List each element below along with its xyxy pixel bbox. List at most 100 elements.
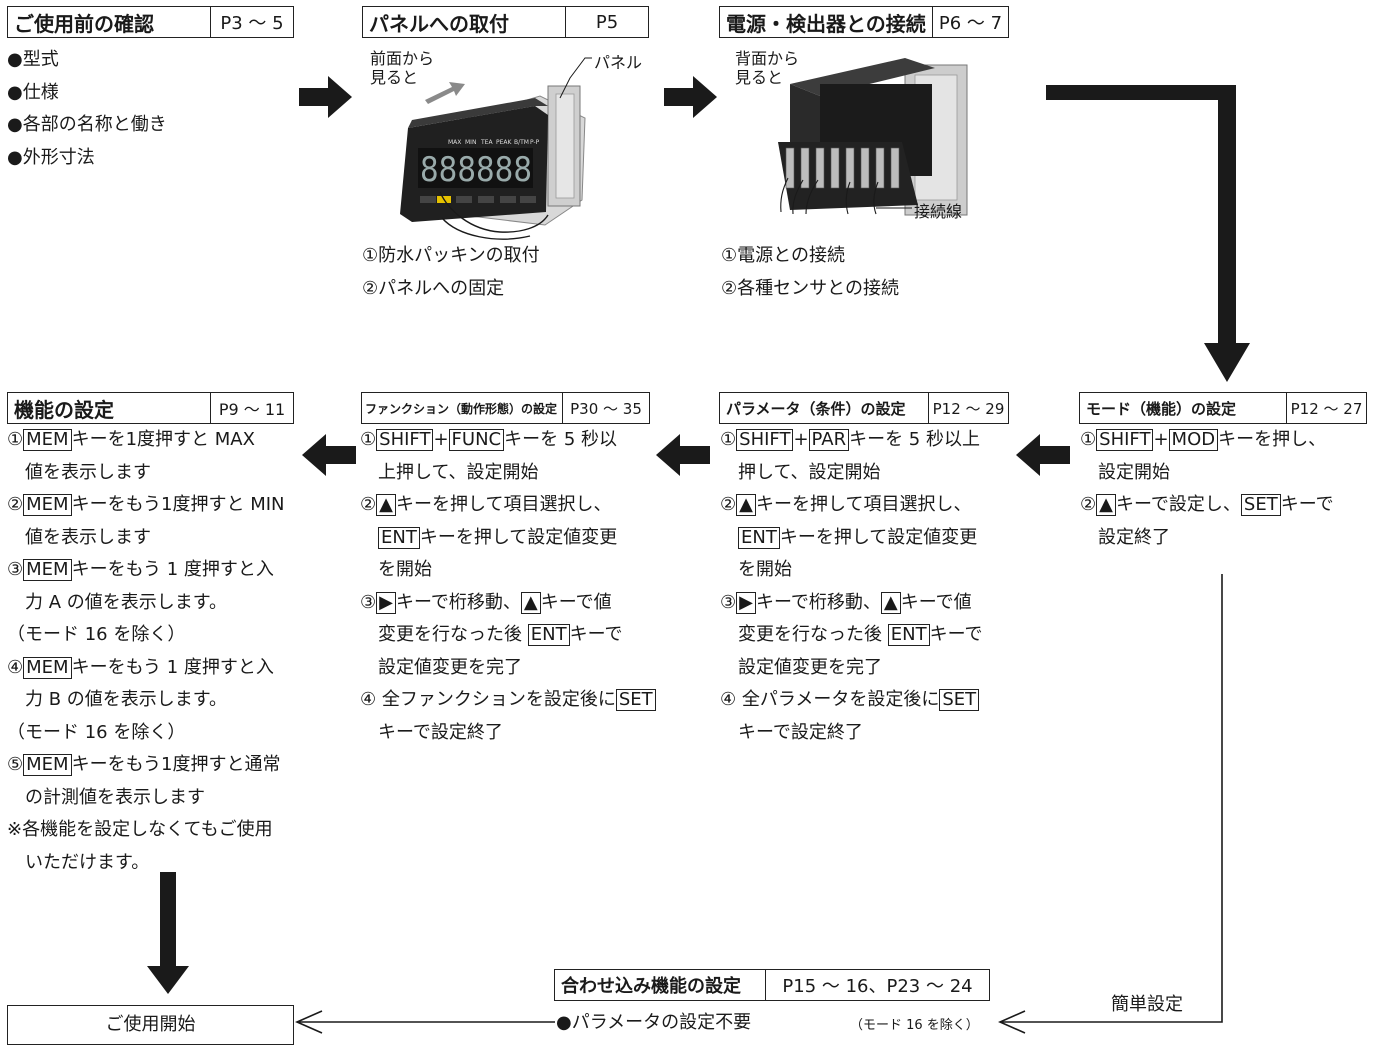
- text-segment: 変更を行なった後: [720, 624, 888, 645]
- hand-illustration: [439, 191, 549, 240]
- step-mode-header: モード（機能）の設定 P12 ～ 27: [1079, 392, 1367, 424]
- text-segment: キーを押して項目選択し、: [755, 494, 972, 515]
- list-item: ※各機能を設定しなくてもご使用: [7, 814, 285, 847]
- key-label: ▲: [1096, 494, 1116, 516]
- list-item: 設定値変更を完了: [720, 652, 983, 685]
- step-pages: P30 ～ 35: [570, 399, 642, 418]
- key-label: ▲: [376, 494, 396, 516]
- indicator-pp-label: P-P: [530, 139, 540, 146]
- text-segment: キーを1度押すと MAX: [71, 429, 255, 450]
- text-segment: ③: [7, 559, 24, 580]
- easy-setting-label: 簡単設定: [1111, 994, 1183, 1015]
- text-segment: 設定終了: [1080, 526, 1170, 548]
- text-segment: 設定値変更を完了: [720, 656, 882, 678]
- panel-leader-line: [559, 57, 592, 99]
- list-item: （モード 16 を除く）: [7, 717, 285, 750]
- step-title: モード（機能）の設定: [1080, 393, 1287, 423]
- list-item: ①防水パッキンの取付: [362, 245, 540, 266]
- step-title: パラメータ（条件）の設定: [720, 393, 929, 423]
- text-segment: キーを押して設定値変更: [779, 526, 978, 548]
- step-func-header: ファンクション（動作形態）の設定 P30 ～ 35: [361, 392, 650, 424]
- key-label: SHIFT: [376, 429, 434, 451]
- list-item: ③▶キーで桁移動、▲キーで値: [720, 587, 983, 620]
- key-label: FUNC: [448, 429, 505, 451]
- flow-connector-down-icon: [1046, 85, 1250, 382]
- text-segment: キーをもう 1 度押すと入: [71, 656, 274, 678]
- list-item: 上押して、設定開始: [360, 457, 656, 490]
- list-item: ●各部の名称と働き: [7, 114, 167, 135]
- text-segment: ③: [360, 591, 377, 613]
- step-wiring-header: 電源・検出器との接続 P6 ～ 7: [719, 6, 1009, 38]
- text-segment: ⑤: [7, 754, 24, 775]
- step-panel-list: ①防水パッキンの取付 ②パネルへの固定: [362, 240, 540, 305]
- key-label: ▶: [736, 591, 756, 614]
- step-confirm-list: ●型式 ●仕様 ●各部の名称と働き ●外形寸法: [7, 44, 167, 174]
- text-segment: ②: [7, 494, 24, 515]
- text-segment: [720, 527, 738, 548]
- text-segment: キーを押し、: [1218, 429, 1327, 450]
- key-label: ENT: [738, 526, 780, 549]
- list-item: ③▶キーで桁移動、▲キーで値: [360, 587, 656, 620]
- display-digits: 888888: [420, 150, 532, 190]
- key-label: MEM: [23, 429, 72, 451]
- key-label: MEM: [23, 656, 72, 679]
- text-segment: キーをもう1度押すと通常: [71, 754, 281, 775]
- list-item: ●外形寸法: [7, 146, 95, 168]
- step-pages: P9 ～ 11: [218, 400, 286, 419]
- step-confirm-header: ご使用前の確認 P3 ～ 5: [7, 6, 294, 38]
- list-item: ②パネルへの固定: [362, 277, 505, 299]
- caption-front: 前面から 見ると: [370, 49, 435, 87]
- key-label: ▶: [376, 591, 396, 614]
- text-segment: +: [1153, 429, 1169, 450]
- text-segment: ②: [1080, 494, 1097, 515]
- text-segment: を開始: [720, 559, 792, 580]
- key-label: ENT: [527, 624, 570, 646]
- text-segment: +: [793, 429, 809, 450]
- start-title: ご使用開始: [105, 1014, 196, 1035]
- list-item: ②▲キーを押して項目選択し、: [720, 489, 983, 522]
- flow-arrow-down-icon: [147, 872, 189, 994]
- text-segment: 押して、設定開始: [720, 461, 881, 483]
- list-item: 設定値変更を完了: [360, 652, 656, 685]
- key-label: MEM: [23, 559, 72, 581]
- list-item: ②▲キーを押して項目選択し、: [360, 489, 656, 522]
- text-segment: ④: [7, 656, 24, 678]
- text-segment: 力 B の値を表示します。: [7, 689, 227, 710]
- fit-item: ●パラメータの設定不要: [556, 1012, 752, 1033]
- text-segment: キーを押して設定値変更: [419, 526, 618, 548]
- key-label: SHIFT: [1096, 429, 1154, 451]
- easy-setting-line: [1000, 574, 1223, 1023]
- key-label: SET: [939, 689, 980, 711]
- text-segment: キーで設定終了: [720, 721, 863, 743]
- key-label: ▲: [736, 494, 756, 516]
- list-item: （モード 16 を除く）: [7, 619, 285, 652]
- text-segment: の計測値を表示します: [7, 786, 205, 808]
- start-box: ご使用開始: [7, 1005, 294, 1045]
- list-item: ②各種センサとの接続: [721, 277, 899, 299]
- caption-back: 背面から 見ると: [735, 49, 800, 87]
- fit-arrow-head-icon: [295, 1010, 323, 1034]
- text-segment: 設定値変更を完了: [360, 656, 522, 678]
- key-label: SET: [1240, 494, 1281, 516]
- text-segment: キーを 5 秒以上: [849, 429, 980, 450]
- text-segment: 変更を行なった後: [360, 624, 528, 645]
- flow-arrow-left-icon: [1016, 434, 1070, 476]
- step-pages: P12 ～ 29: [932, 399, 1005, 418]
- meter-front-illustration: 888888 MAX MIN TEA PEAK B/TM P-P: [400, 57, 592, 240]
- indicator-min-label: MIN: [465, 139, 476, 146]
- list-item: の計測値を表示します: [7, 782, 285, 815]
- text-segment: 値を表示します: [7, 461, 151, 483]
- text-segment: ①: [1080, 429, 1097, 450]
- text-segment: いただけます。: [7, 851, 150, 873]
- text-segment: キーをもう 1 度押すと入: [71, 559, 274, 580]
- text-segment: 力 A の値を表示します。: [7, 591, 227, 613]
